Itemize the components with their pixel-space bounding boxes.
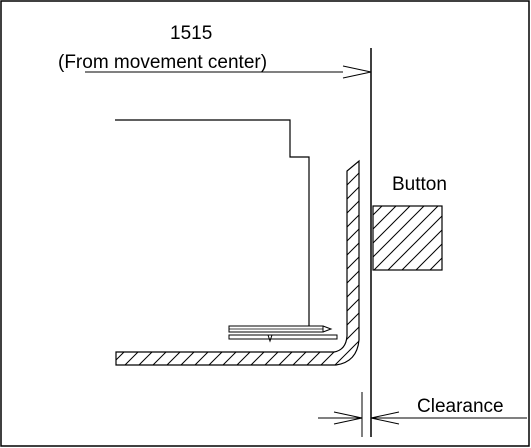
- clearance-label: Clearance: [417, 396, 504, 417]
- button-label: Button: [392, 174, 447, 195]
- plate-clip: [267, 334, 273, 343]
- movement-plate: [228, 334, 338, 340]
- dimension-value: 1515: [170, 23, 212, 44]
- clearance-arrow-left: [333, 411, 363, 425]
- plate-tip: [322, 325, 333, 333]
- clearance-arrow-right: [370, 411, 400, 425]
- dimension-note: (From movement center): [58, 52, 267, 73]
- movement-outline: [115, 119, 310, 330]
- dimension-arrow: [342, 65, 372, 79]
- button-part: [372, 205, 443, 271]
- case-wall-section: [115, 159, 360, 366]
